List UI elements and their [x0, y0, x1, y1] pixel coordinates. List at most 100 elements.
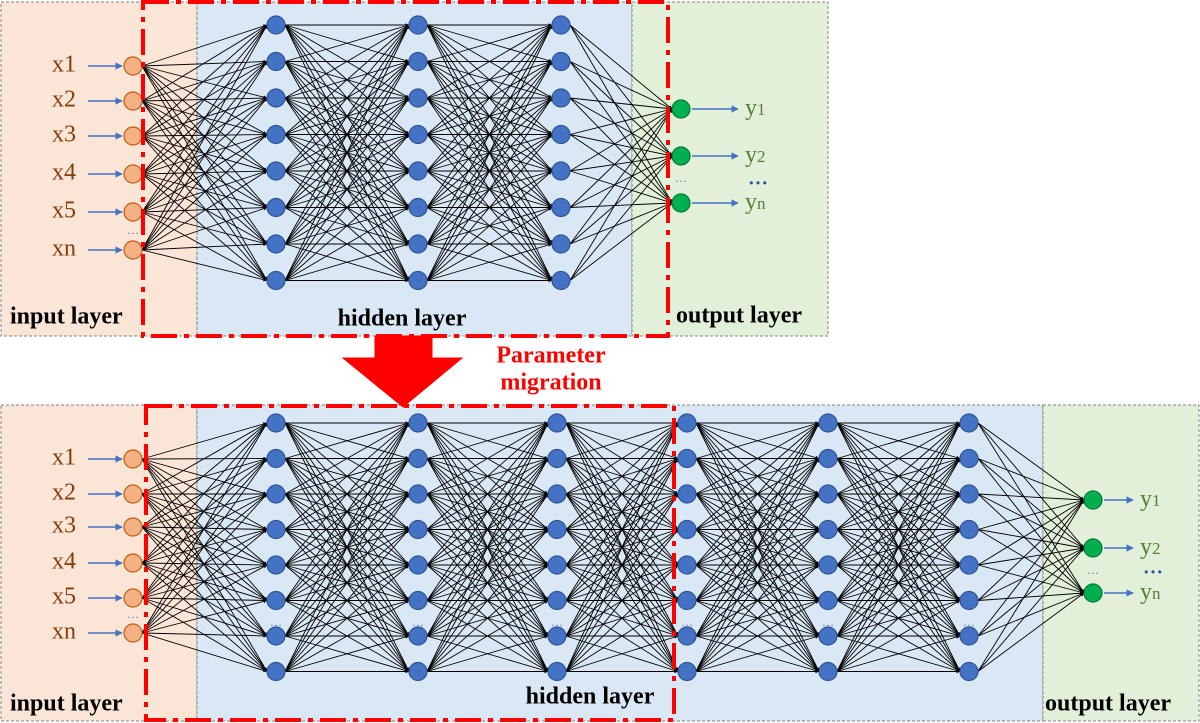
input-label-2: x3: [52, 513, 76, 539]
down-arrow-icon: [341, 335, 464, 408]
connection-edge: [565, 529, 679, 672]
connection-edge: [977, 458, 1085, 501]
connection-edge: [426, 24, 553, 208]
hidden-neuron: [959, 413, 979, 433]
connection-edge: [836, 529, 961, 672]
migrated-region-outline: [144, 404, 676, 722]
connection-edge: [565, 458, 679, 672]
input-label-4: x5: [52, 198, 76, 224]
connection-edge: [977, 499, 1085, 566]
connection-edge: [695, 458, 820, 672]
connection-edge: [565, 422, 679, 530]
connection-edge: [836, 422, 961, 566]
connection-edge: [569, 154, 673, 172]
hidden-neuron: [959, 590, 979, 611]
connection-edge: [141, 24, 268, 213]
hidden-neuron: [266, 51, 286, 72]
connection-edge: [284, 24, 410, 62]
output-label-subscript: 2: [1152, 539, 1161, 558]
connection-edge: [284, 422, 410, 601]
connection-edge: [284, 422, 410, 495]
connection-edge: [284, 24, 410, 208]
connection-edge: [141, 205, 268, 213]
connection-edge: [977, 422, 1085, 501]
connection-edge: [141, 632, 268, 638]
vertical-ellipsis-icon: …: [270, 615, 282, 629]
connection-edge: [141, 24, 268, 102]
input-label-1: x2: [52, 87, 76, 113]
connection-edge: [695, 635, 820, 672]
connection-edge: [977, 493, 1085, 594]
connection-edge: [141, 206, 268, 251]
connection-edge: [977, 458, 1085, 594]
input-neuron: [123, 91, 143, 111]
input-neuron: [123, 164, 143, 184]
connection-edge: [977, 458, 1085, 549]
input-neuron: [123, 240, 143, 260]
connection-edge: [569, 155, 673, 208]
output-layer-label: output layer: [1045, 691, 1171, 717]
connection-edge: [284, 422, 410, 530]
input-label-4: x5: [52, 584, 76, 610]
vertical-ellipsis-icon: …: [270, 262, 282, 276]
connection-edge: [141, 422, 268, 460]
connection-edge: [426, 61, 553, 281]
connection-edge: [141, 599, 268, 634]
hidden-neuron: [547, 413, 567, 433]
connection-edge: [141, 173, 268, 281]
output-label-0: y1: [1140, 486, 1161, 512]
connection-edge: [836, 422, 961, 672]
connection-edge: [977, 564, 1085, 594]
connection-edge: [569, 108, 673, 281]
hidden-neuron: [408, 15, 428, 35]
connection-edge: [141, 97, 268, 251]
hidden-neuron: [551, 124, 571, 145]
input-neuron: [123, 588, 143, 608]
output-label-subscript: n: [1152, 584, 1161, 603]
connection-edge: [977, 547, 1085, 637]
connection-edge: [141, 24, 268, 137]
connection-edge: [695, 422, 820, 672]
connection-edge: [569, 97, 673, 204]
vertical-ellipsis-icon: …: [127, 223, 139, 237]
hidden-neuron: [551, 197, 571, 218]
hidden-neuron: [677, 555, 697, 575]
hidden-neuron: [959, 626, 979, 646]
input-neuron: [123, 56, 143, 76]
connection-edge: [141, 249, 268, 282]
vertical-ellipsis-icon: …: [1087, 563, 1099, 577]
connection-edge: [977, 591, 1085, 601]
connection-edge: [426, 24, 553, 172]
output-label-main: y: [745, 142, 757, 168]
connection-edge: [141, 493, 268, 601]
vertical-ellipsis-icon: …: [681, 615, 693, 629]
connection-edge: [141, 133, 268, 175]
connection-edge: [565, 600, 679, 672]
hidden-neuron: [408, 51, 428, 72]
hidden-neuron: [547, 519, 567, 540]
hidden-neuron: [547, 448, 567, 469]
connection-edge: [977, 422, 1085, 549]
hidden-neuron: [551, 270, 571, 291]
hidden-neuron: [266, 413, 286, 433]
input-layer-label: input layer: [10, 691, 123, 717]
hidden-layer-label: hidden layer: [526, 684, 655, 710]
hidden-neuron: [408, 197, 428, 218]
connection-edge: [569, 108, 673, 135]
connection-edge: [569, 202, 673, 245]
connection-edge: [426, 24, 553, 99]
connection-edge: [569, 170, 673, 204]
connection-edge: [836, 422, 961, 530]
output-layer-region: [631, 1, 829, 337]
hidden-neuron: [677, 661, 697, 682]
connection-edge: [565, 564, 679, 672]
connection-edge: [141, 61, 268, 137]
input-neuron: [123, 623, 143, 643]
connection-edge: [141, 132, 268, 137]
hidden-neuron: [408, 484, 428, 504]
hidden-neuron: [818, 484, 838, 504]
connection-edge: [284, 97, 410, 281]
hidden-neuron: [408, 448, 428, 469]
connection-edge: [426, 24, 553, 281]
connection-edge: [426, 458, 549, 672]
